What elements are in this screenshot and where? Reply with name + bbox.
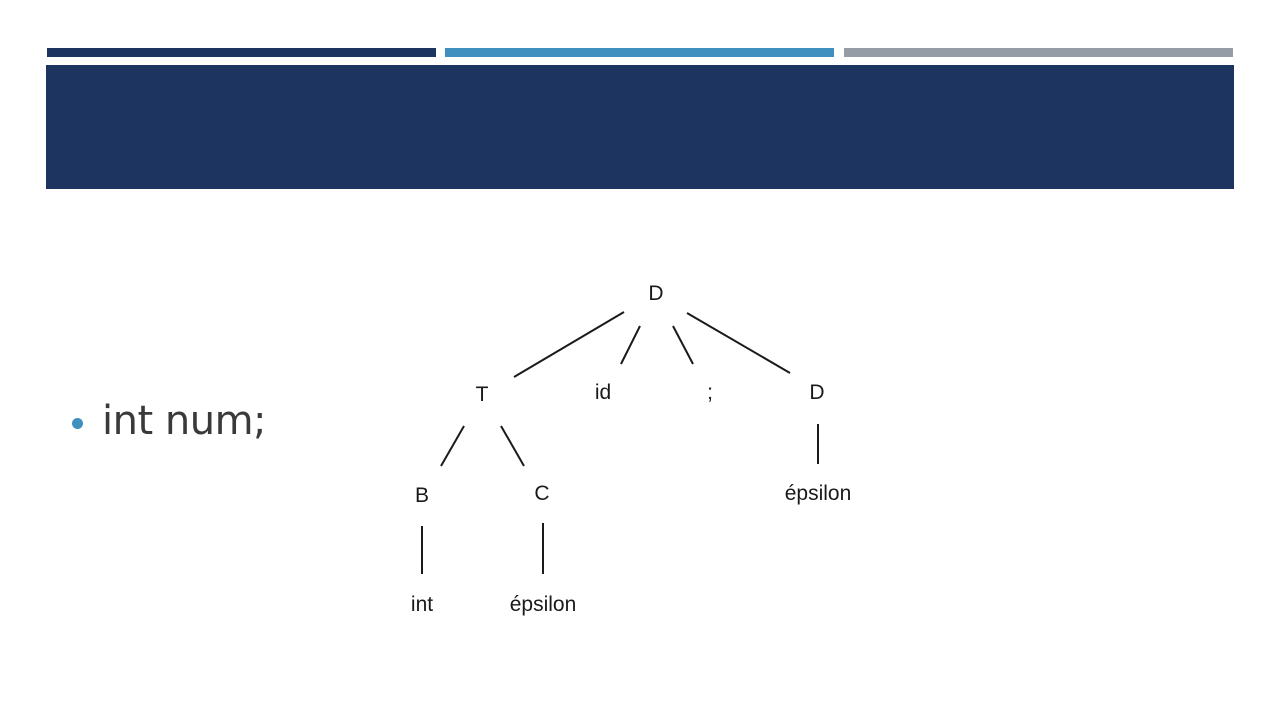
bullet-item: int num; [72,398,267,444]
edge-D-D2 [686,312,791,374]
bullet-text: int num; [102,398,267,444]
edge-D-T [513,311,625,378]
accent-bar-blue [445,48,834,57]
node-int: int [411,593,433,616]
bullet-dot-icon [72,417,83,429]
accent-bar-gray [844,48,1233,57]
edge-D-semicolon [672,325,694,365]
node-D2: D [809,381,824,404]
node-id: id [595,381,611,404]
edge-T-B [440,425,465,467]
node-epsilon-D: épsilon [785,482,852,505]
accent-bar-navy [47,48,436,57]
edge-D-id [620,325,641,365]
edge-T-C [500,425,525,467]
node-root-D: D [648,282,663,305]
node-semicolon: ; [707,381,713,404]
node-T: T [476,383,489,406]
node-C: C [534,482,549,505]
bullet-list: int num; [72,398,267,444]
node-B: B [415,484,429,507]
node-epsilon-C: épsilon [510,593,577,616]
title-band [46,65,1234,189]
